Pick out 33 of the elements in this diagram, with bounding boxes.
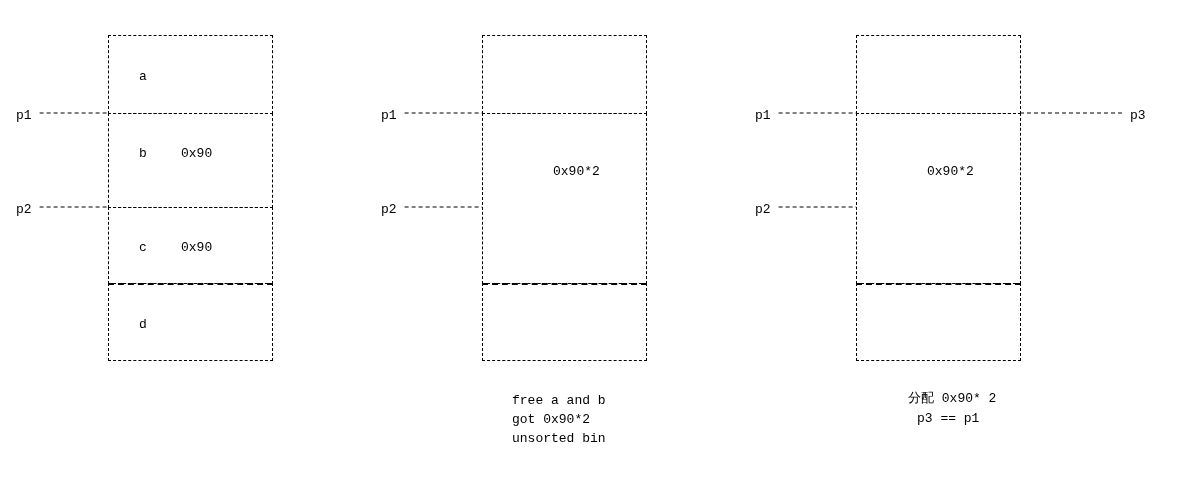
pointer-label: p3: [1130, 108, 1146, 123]
chunk-size: 0x90: [181, 240, 213, 255]
note-text: p3 == p1: [917, 411, 980, 426]
pointer-label: p1: [16, 108, 32, 123]
memory-chunk: [108, 207, 273, 284]
memory-chunk: [482, 283, 647, 361]
memory-chunk: [108, 283, 273, 361]
chunk-label: c: [139, 240, 147, 255]
chunk-label: a: [139, 69, 147, 84]
pointer-label: p1: [381, 108, 397, 123]
pointer-label: p2: [16, 202, 32, 217]
chunk-label: d: [139, 317, 147, 332]
chunk-size: 0x90: [181, 146, 213, 161]
memory-chunk: [482, 113, 647, 284]
pointer-label: p1: [755, 108, 771, 123]
chunk-label: 0x90*2: [553, 164, 600, 179]
chunk-label: 0x90*2: [927, 164, 974, 179]
leader-line: [39, 112, 109, 114]
memory-chunk: [482, 35, 647, 114]
memory-chunk: [856, 283, 1021, 361]
note-text: free a and b: [512, 393, 606, 408]
chunk-label: b: [139, 146, 147, 161]
memory-chunk: [108, 113, 273, 208]
memory-chunk: [856, 35, 1021, 114]
note-text: got 0x90*2: [512, 412, 590, 427]
leader-line: [1020, 112, 1123, 114]
note-text: unsorted bin: [512, 431, 606, 446]
memory-chunk: [108, 35, 273, 114]
memory-chunk: [856, 113, 1021, 284]
pointer-label: p2: [755, 202, 771, 217]
note-text: 分配 0x90* 2: [908, 391, 997, 406]
leader-line: [39, 206, 109, 208]
pointer-label: p2: [381, 202, 397, 217]
